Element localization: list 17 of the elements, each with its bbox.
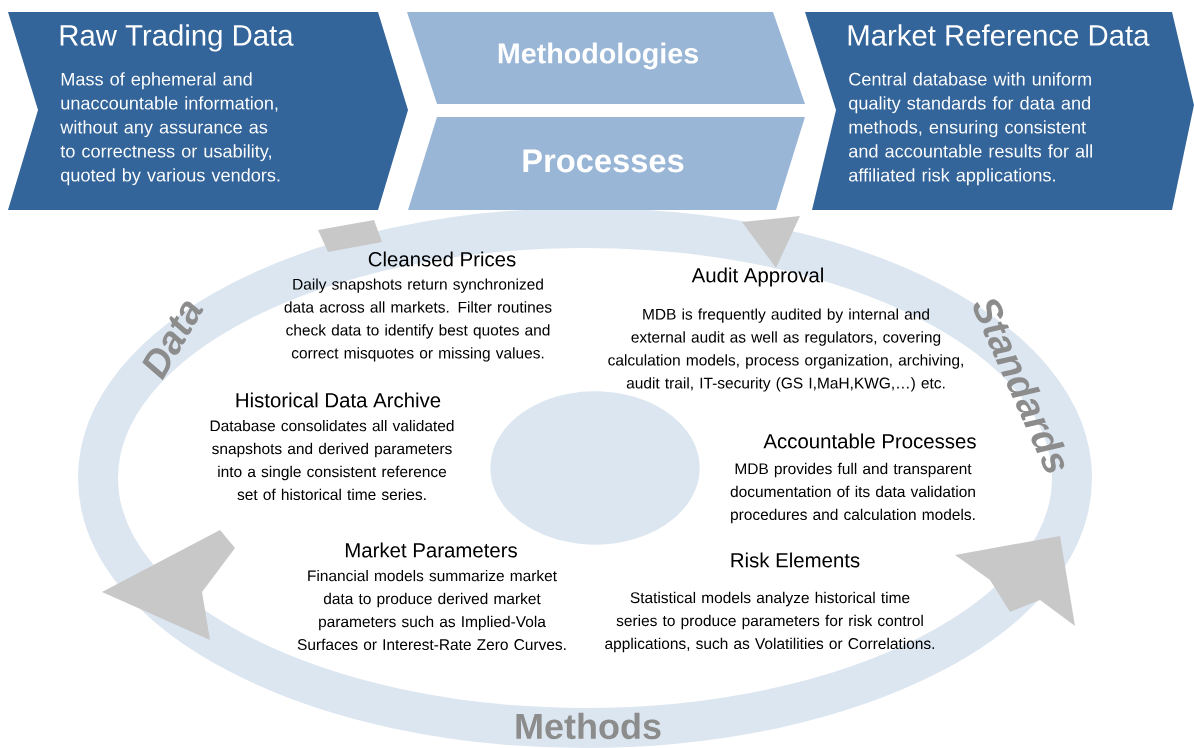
section-text: MDB is frequently audited by internal and external audit as well as regulators, covering calculation models, process organization, archiving, audit trail, IT-security (GS I,MaH,KWG,…) etc. <box>608 308 963 392</box>
section-text: Daily snapshots return synchronized data across all markets. Filter routines check data to identify best quotes and correct misquotes or missing values. <box>284 278 552 362</box>
section-text: Database consolidates all validated snapshots and derived parameters into a single consistent reference set of historical time series. <box>210 419 454 501</box>
chevron-band: Raw Trading Data Mass of ephemeral and unaccountable information, without any assurance as to correctness or usability, quoted by various vendors. <box>8 12 408 210</box>
section-heading: Risk Elements <box>731 552 860 568</box>
section-heading: Audit Approval <box>691 267 823 287</box>
chevron-band: Market Reference Data Central database with uniform quality standards for data and methods, ensuring consistent and accountable results for all affiliated risk applications. <box>805 12 1194 210</box>
section-heading: Historical Data Archive <box>236 392 441 408</box>
banner-box: Methodologies <box>407 12 805 104</box>
banner-box: Processes <box>408 117 805 210</box>
section-heading: Cleansed Prices <box>368 251 516 267</box>
section-text: Statistical models analyze historical time series to produce parameters for risk control applications, such as Volatilities or Correlations. <box>605 591 934 653</box>
ring-word: Methods <box>516 712 661 740</box>
section-heading: Market Parameters <box>345 542 517 558</box>
section-text: Financial models summarize market data to produce derived market parameters such as Implied-Vola Surfaces or Interest-Rate Zero Curves. <box>297 569 566 651</box>
center-ellipse <box>490 391 700 545</box>
section-text: MDB provides full and transparent documentation of its data validation procedures and calculation models. <box>730 462 975 524</box>
